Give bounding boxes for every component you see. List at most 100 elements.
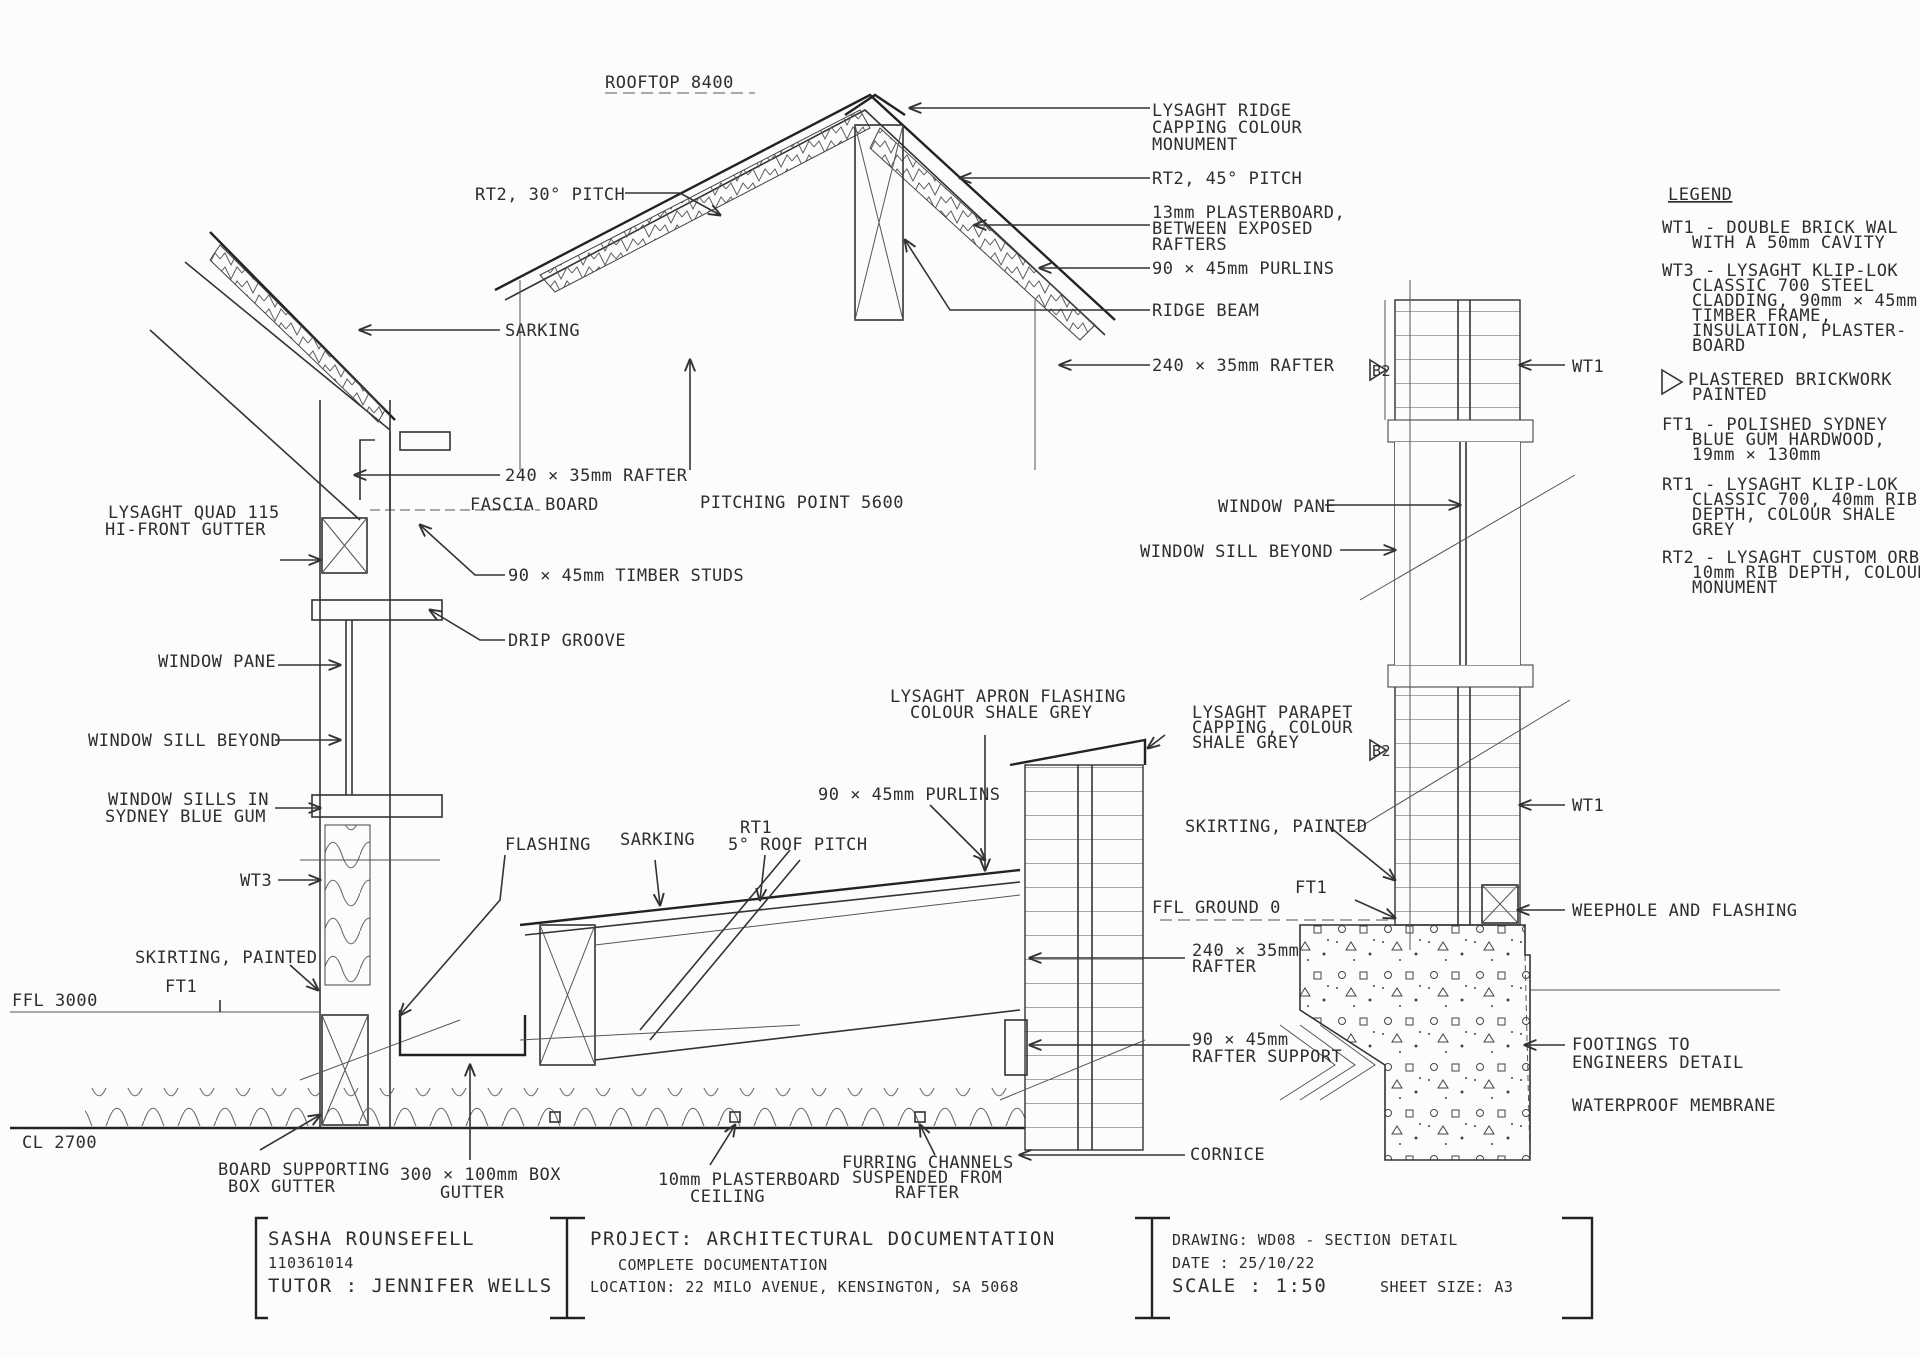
- right-wall-labels: WT1 WINDOW PANE WINDOW SILL BEYOND WT1 S…: [1140, 357, 1797, 1116]
- ffl-3000-label: FFL 3000: [12, 991, 98, 1011]
- ft1-left-label: FT1: [165, 977, 197, 997]
- rafter-lower-label-1: 240 × 35mm: [1192, 941, 1299, 961]
- apron-flashing-label-1: LYSAGHT APRON FLASHING: [890, 687, 1126, 707]
- legend-wt3-5: INSULATION, PLASTER-: [1692, 321, 1907, 341]
- sarking-lower-label: SARKING: [620, 830, 695, 850]
- drawing-date: DATE : 25/10/22: [1172, 1254, 1315, 1272]
- parapet-capping-label-2: CAPPING, COLOUR: [1192, 718, 1353, 738]
- legend-wt1-1: WT1 - DOUBLE BRICK WAL: [1662, 218, 1898, 238]
- left-wall-labels: 90 × 45mm TIMBER STUDS DRIP GROOVE WINDO…: [12, 566, 744, 1153]
- legend-rt1-4: GREY: [1692, 520, 1735, 540]
- box-gutter-label-1: 300 × 100mm BOX: [400, 1165, 561, 1185]
- rt2-30-pitch-label: RT2, 30° PITCH: [475, 185, 625, 205]
- board-box-gutter-label-2: BOX GUTTER: [228, 1177, 336, 1197]
- legend-title: LEGEND: [1668, 185, 1732, 205]
- b2-tag-upper: B2: [1372, 362, 1391, 380]
- furring-label-2: SUSPENDED FROM: [852, 1168, 1002, 1188]
- flashing-label: FLASHING: [505, 835, 591, 855]
- legend-rt2-2: 10mm RIB DEPTH, COLOUR: [1692, 563, 1920, 583]
- parapet-capping-label-3: SHALE GREY: [1192, 733, 1299, 753]
- drip-groove-label: DRIP GROOVE: [508, 631, 626, 651]
- legend-rt1-1: RT1 - LYSAGHT KLIP-LOK: [1662, 475, 1898, 495]
- fascia-board-label: FASCIA BOARD: [470, 495, 599, 515]
- pitching-point-label: PITCHING POINT 5600: [700, 493, 904, 513]
- rt1-pitch-label: 5° ROOF PITCH: [728, 835, 868, 855]
- quad-gutter-label-1: LYSAGHT QUAD 115: [108, 503, 280, 523]
- legend-wt3-3: CLADDING, 90mm × 45mm: [1692, 291, 1917, 311]
- box-gutter-label-2: GUTTER: [440, 1183, 505, 1203]
- legend-wt3-6: BOARD: [1692, 336, 1746, 356]
- window-sill-beyond-right-label: WINDOW SILL BEYOND: [1140, 542, 1333, 562]
- cornice-label: CORNICE: [1190, 1145, 1265, 1165]
- quad-gutter-label-2: HI-FRONT GUTTER: [105, 520, 266, 540]
- rt1-label: RT1: [740, 818, 772, 838]
- project-title: PROJECT: ARCHITECTURAL DOCUMENTATION: [590, 1228, 1056, 1250]
- window-sill-beyond-left-label: WINDOW SILL BEYOND: [88, 731, 281, 751]
- legend-rt1-3: DEPTH, COLOUR SHALE: [1692, 505, 1896, 525]
- legend-wt3-2: CLASSIC 700 STEEL: [1692, 276, 1875, 296]
- drawing-scale: SCALE : 1:50: [1172, 1275, 1327, 1297]
- tutor-name: TUTOR : JENNIFER WELLS: [268, 1275, 553, 1297]
- membrane-label: WATERPROOF MEMBRANE: [1572, 1096, 1776, 1116]
- legend-ft1-2: BLUE GUM HARDWOOD,: [1692, 430, 1885, 450]
- ridge-roof: [494, 92, 1116, 470]
- legend-rt2-1: RT2 - LYSAGHT CUSTOM ORB,: [1662, 548, 1920, 568]
- footings-label-1: FOOTINGS TO: [1572, 1035, 1690, 1055]
- legend: LEGEND WT1 - DOUBLE BRICK WAL WITH A 50m…: [1661, 185, 1920, 598]
- legend-wt3-4: TIMBER FRAME,: [1692, 306, 1832, 326]
- ft1-right-label: FT1: [1295, 878, 1327, 898]
- ridge-capping-label-2: CAPPING COLOUR: [1152, 118, 1303, 138]
- plasterboard-rafters-label-1: 13mm PLASTERBOARD,: [1152, 203, 1345, 223]
- ffl-ground-label: FFL GROUND 0: [1152, 898, 1281, 918]
- lower-roof: [398, 849, 1021, 1123]
- furring-label-1: FURRING CHANNELS: [842, 1153, 1014, 1173]
- legend-ft1-3: 19mm × 130mm: [1692, 445, 1821, 465]
- weephole-label: WEEPHOLE AND FLASHING: [1572, 901, 1797, 921]
- legend-b2-2: PAINTED: [1692, 385, 1767, 405]
- window-sills-label-1: WINDOW SILLS IN: [108, 790, 269, 810]
- lower-roof-labels: FLASHING SARKING RT1 5° ROOF PITCH LYSAG…: [218, 687, 1353, 1207]
- sheet-size: SHEET SIZE: A3: [1380, 1278, 1513, 1296]
- skirting-left-label: SKIRTING, PAINTED: [135, 948, 318, 968]
- apron-flashing-label-2: COLOUR SHALE GREY: [910, 703, 1093, 723]
- cl-2700-label: CL 2700: [22, 1133, 97, 1153]
- legend-wt3-1: WT3 - LYSAGHT KLIP-LOK: [1662, 261, 1898, 281]
- project-subtitle: COMPLETE DOCUMENTATION: [618, 1256, 828, 1274]
- student-name: SASHA ROUNSEFELL: [268, 1228, 475, 1250]
- project-location: LOCATION: 22 MILO AVENUE, KENSINGTON, SA…: [590, 1278, 1019, 1296]
- drawing-title: DRAWING: WD08 - SECTION DETAIL: [1172, 1231, 1458, 1249]
- board-box-gutter-label-1: BOARD SUPPORTING: [218, 1160, 390, 1180]
- ceiling-insulation: [85, 1088, 1025, 1126]
- legend-b2-1: PLASTERED BRICKWORK: [1688, 370, 1892, 390]
- wt1-mid-label: WT1: [1572, 796, 1604, 816]
- legend-ft1-1: FT1 - POLISHED SYDNEY: [1662, 415, 1887, 435]
- leader-lines: [219, 108, 1565, 1166]
- student-id: 110361014: [268, 1254, 354, 1272]
- b2-tag-lower: B2: [1372, 742, 1391, 760]
- rafter-support-label-1: 90 × 45mm: [1192, 1030, 1289, 1050]
- sarking-upper-label: SARKING: [505, 321, 580, 341]
- rafter-left-label: 240 × 35mm RAFTER: [505, 466, 688, 486]
- roof-labels: ROOFTOP 8400 LYSAGHT RIDGE CAPPING COLOU…: [105, 73, 1345, 540]
- ridge-capping-label-3: MONUMENT: [1152, 135, 1238, 155]
- window-sills-label-2: SYDNEY BLUE GUM: [105, 807, 266, 827]
- left-wall: [299, 400, 461, 1128]
- purlins-lower-label: 90 × 45mm PURLINS: [818, 785, 1001, 805]
- furring-label-3: RAFTER: [895, 1183, 960, 1203]
- wt1-top-label: WT1: [1572, 357, 1604, 377]
- rafter-lower-label-2: RAFTER: [1192, 957, 1257, 977]
- rt2-45-pitch-label: RT2, 45° PITCH: [1152, 169, 1302, 189]
- plasterboard-rafters-label-3: RAFTERS: [1152, 235, 1227, 255]
- plasterboard-rafters-label-2: BETWEEN EXPOSED: [1152, 219, 1313, 239]
- legend-rt2-3: MONUMENT: [1692, 578, 1778, 598]
- right-wall: [1160, 280, 1780, 1161]
- plasterboard-ceiling-label-2: CEILING: [690, 1187, 765, 1207]
- window-pane-right-label: WINDOW PANE: [1218, 497, 1336, 517]
- ridge-beam-label: RIDGE BEAM: [1152, 301, 1259, 321]
- timber-studs-label: 90 × 45mm TIMBER STUDS: [508, 566, 744, 586]
- rafter-right-label: 240 × 35mm RAFTER: [1152, 356, 1335, 376]
- legend-rt1-2: CLASSIC 700, 40mm RIB: [1692, 490, 1917, 510]
- rooftop-level: ROOFTOP 8400: [605, 73, 734, 93]
- plasterboard-ceiling-label-1: 10mm PLASTERBOARD: [658, 1170, 841, 1190]
